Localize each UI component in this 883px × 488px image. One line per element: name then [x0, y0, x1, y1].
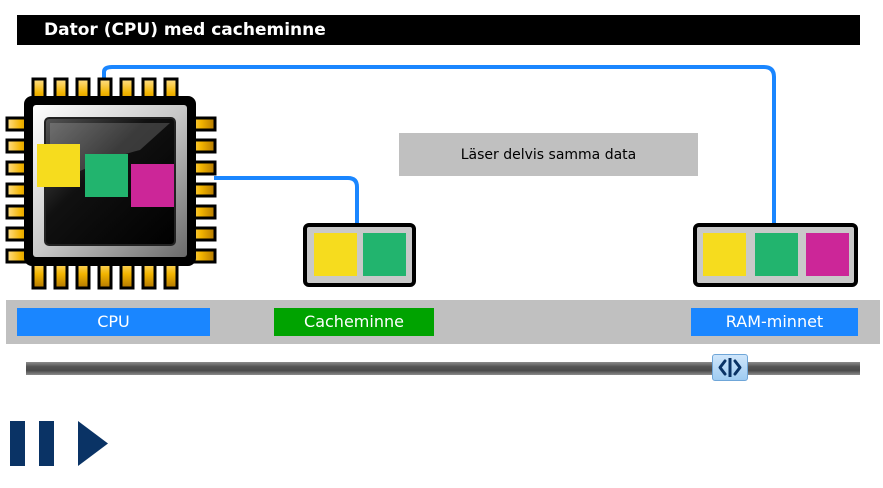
cpu-data-block-green — [85, 154, 128, 197]
ram-memory-box — [693, 223, 858, 287]
cache-memory-box — [303, 223, 416, 287]
page-title: Dator (CPU) med cacheminne — [17, 15, 860, 45]
ram-label: RAM-minnet — [691, 308, 858, 336]
cpu-data-block-yellow — [37, 144, 80, 187]
ram-data-block-green — [755, 233, 798, 276]
timeline-scrubber[interactable] — [26, 362, 860, 375]
cache-data-block-green — [363, 233, 406, 276]
play-icon — [78, 421, 108, 466]
drag-handle-icon — [718, 358, 742, 377]
ram-data-block-magenta — [806, 233, 849, 276]
cpu-label: CPU — [17, 308, 210, 336]
cache-label: Cacheminne — [274, 308, 434, 336]
play-button[interactable] — [78, 421, 108, 466]
wire-cpu-to-ram — [102, 65, 776, 224]
pause-button[interactable] — [10, 421, 54, 466]
info-caption: Läser delvis samma data — [399, 133, 698, 176]
wire-cpu-to-cache — [214, 176, 359, 224]
timeline-handle[interactable] — [712, 354, 748, 381]
ram-data-block-yellow — [703, 233, 746, 276]
cpu-data-block-magenta — [131, 164, 174, 207]
cache-data-block-yellow — [314, 233, 357, 276]
